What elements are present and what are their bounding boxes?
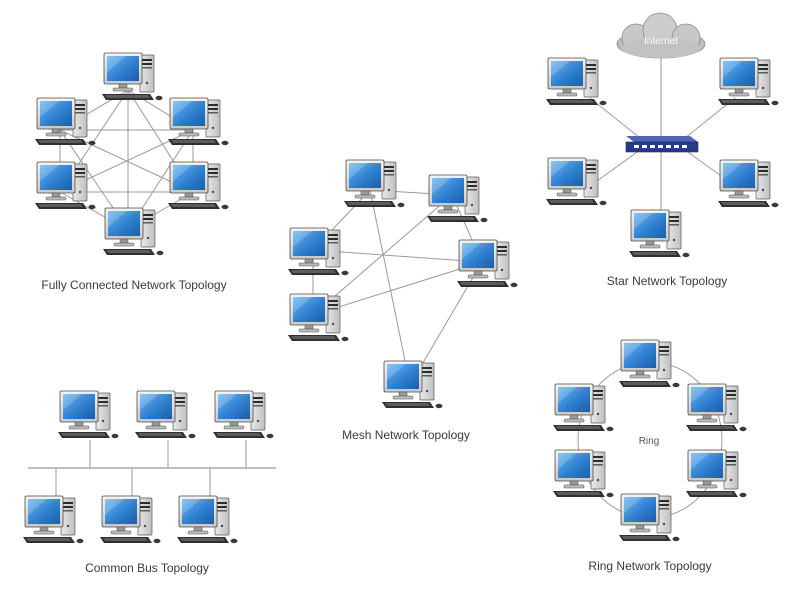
star-links [589, 55, 736, 212]
mesh-diagram: Mesh Network Topology [287, 159, 518, 442]
link [369, 189, 411, 386]
computer-icon [618, 493, 680, 542]
ring-diagram: Ring Ring Network Topology [552, 339, 747, 573]
ring-center-label: Ring [639, 436, 660, 447]
computer-icon [618, 339, 680, 388]
computer-icon [57, 390, 119, 439]
computer-icon [628, 209, 690, 258]
computer-icon [552, 449, 614, 498]
network-switch-icon [625, 136, 699, 153]
computer-icon [34, 161, 96, 210]
computer-icon [176, 495, 238, 544]
computer-icon [167, 97, 229, 146]
computer-icon [102, 207, 164, 256]
link [312, 249, 483, 263]
fully-connected-caption: Fully Connected Network Topology [41, 278, 226, 292]
internet-cloud-icon: Internet [616, 12, 706, 59]
computer-icon [287, 293, 349, 342]
computer-icon [456, 239, 518, 288]
computer-icon [167, 161, 229, 210]
computer-icon [287, 227, 349, 276]
star-caption: Star Network Topology [607, 274, 728, 288]
computer-icon [381, 360, 443, 409]
bus-drops [55, 440, 247, 496]
link [312, 261, 483, 316]
common-bus-diagram: Common Bus Topology [22, 390, 276, 575]
computer-icon [685, 449, 747, 498]
computer-icon [552, 383, 614, 432]
computer-icon [685, 383, 747, 432]
star-diagram: Internet Star Network Topology [545, 12, 779, 288]
computer-icon [545, 57, 607, 106]
computer-icon [717, 159, 779, 208]
computer-icon [212, 390, 274, 439]
common-bus-caption: Common Bus Topology [85, 561, 209, 575]
fully-connected-diagram: Fully Connected Network Topology [34, 52, 229, 292]
ring-caption: Ring Network Topology [588, 559, 711, 573]
link [589, 97, 641, 139]
computer-icon [134, 390, 196, 439]
mesh-caption: Mesh Network Topology [342, 428, 470, 442]
computer-icon [22, 495, 84, 544]
computer-icon [343, 159, 405, 208]
computer-icon [717, 57, 779, 106]
computer-icon [99, 495, 161, 544]
computer-icon [426, 174, 488, 223]
internet-label: Internet [644, 36, 678, 47]
computer-icon [545, 157, 607, 206]
